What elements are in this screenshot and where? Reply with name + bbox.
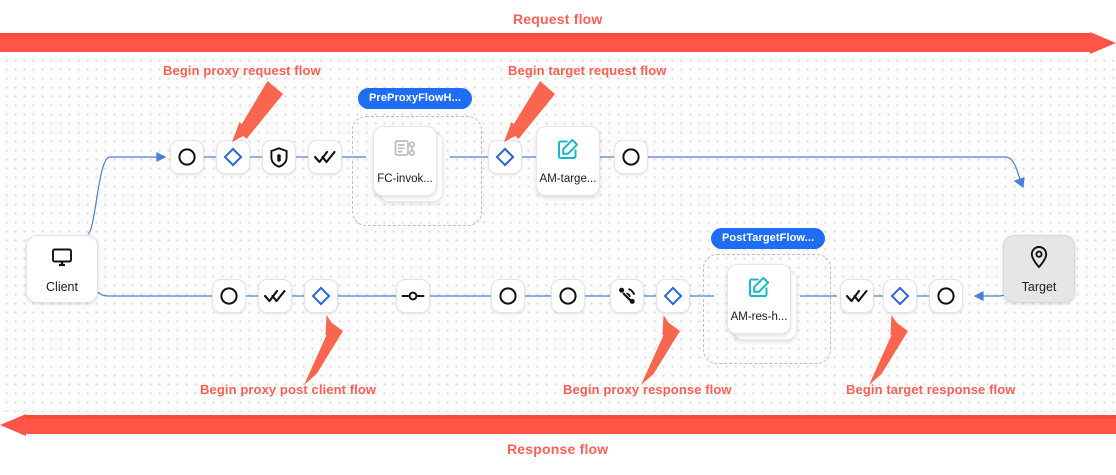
- location-pin-icon: [1028, 245, 1050, 274]
- annotation-arrows: [232, 81, 908, 385]
- node-res-mid-b[interactable]: [551, 279, 585, 313]
- annotation-begin-target-request-flow: Begin target request flow: [508, 63, 667, 78]
- node-req-end[interactable]: [614, 140, 648, 174]
- double-check-icon: [314, 149, 336, 165]
- policy-card-am-target-label: AM-targe...: [539, 173, 597, 185]
- node-res-mid-a[interactable]: [491, 279, 525, 313]
- node-res-trace[interactable]: [610, 279, 644, 313]
- circle-icon: [936, 286, 956, 306]
- node-res-target-checks[interactable]: [840, 279, 874, 313]
- response-flow-arrow-icon: [0, 414, 1116, 436]
- node-res-postclient-flow[interactable]: [304, 279, 338, 313]
- node-res-hook[interactable]: [396, 279, 430, 313]
- node-res-client-end[interactable]: [212, 279, 246, 313]
- policy-card-am-res-hook-label: AM-res-h...: [730, 311, 788, 323]
- node-res-proxy-flow[interactable]: [656, 279, 690, 313]
- request-flow-label: Request flow: [513, 11, 603, 27]
- double-check-icon: [264, 288, 286, 304]
- node-req-start[interactable]: [170, 140, 204, 174]
- response-flow-label: Response flow: [507, 441, 609, 457]
- diagram-canvas[interactable]: Client Target: [0, 54, 1116, 412]
- flow-group-posttargetflow[interactable]: [703, 254, 831, 364]
- blue-diamond-icon: [663, 286, 683, 306]
- annotation-begin-target-response-flow: Begin target response flow: [846, 382, 1016, 397]
- blue-diamond-icon: [223, 147, 243, 167]
- node-req-checks[interactable]: [308, 140, 342, 174]
- blue-diamond-icon: [495, 147, 515, 167]
- script-flow-icon: [393, 137, 417, 166]
- flow-group-preproxyflowhook[interactable]: [352, 116, 482, 226]
- monitor-icon: [50, 245, 74, 274]
- blue-diamond-icon: [890, 286, 910, 306]
- circle-icon: [621, 147, 641, 167]
- request-flow-arrow-icon: [0, 32, 1116, 54]
- policy-card-am-target[interactable]: AM-targe...: [536, 126, 600, 196]
- annotation-begin-proxy-request-flow: Begin proxy request flow: [163, 63, 321, 78]
- double-check-icon: [846, 288, 868, 304]
- annotation-begin-proxy-post-client-flow: Begin proxy post client flow: [200, 382, 377, 397]
- node-req-security[interactable]: [262, 140, 296, 174]
- circle-icon: [558, 286, 578, 306]
- shield-lock-icon: [269, 146, 289, 168]
- node-res-target-flow[interactable]: [883, 279, 917, 313]
- endpoint-target-label: Target: [1021, 279, 1057, 294]
- policy-card-fc-invoke-label: FC-invok...: [377, 173, 433, 185]
- circle-icon: [177, 147, 197, 167]
- response-flow-banner: [0, 414, 1116, 436]
- blue-diamond-icon: [311, 286, 331, 306]
- policy-card-fc-invoke[interactable]: FC-invok...: [373, 126, 437, 196]
- flow-badge-posttargetflow[interactable]: PostTargetFlow...: [711, 228, 826, 249]
- flow-badge-preproxyflowhook[interactable]: PreProxyFlowH...: [358, 88, 473, 109]
- endpoint-client[interactable]: Client: [26, 235, 98, 303]
- circle-icon: [219, 286, 239, 306]
- request-flow-banner: [0, 32, 1116, 54]
- edit-square-icon: [747, 275, 771, 304]
- circle-icon: [498, 286, 518, 306]
- node-res-target-start[interactable]: [929, 279, 963, 313]
- trace-signal-icon: [616, 285, 638, 307]
- endpoint-client-label: Client: [46, 279, 78, 294]
- endpoint-target[interactable]: Target: [1003, 235, 1075, 303]
- node-req-target-flow[interactable]: [488, 140, 522, 174]
- annotation-begin-proxy-response-flow: Begin proxy response flow: [563, 382, 732, 397]
- node-res-checks[interactable]: [258, 279, 292, 313]
- node-link-icon: [401, 289, 425, 303]
- edit-square-icon: [556, 137, 580, 166]
- policy-card-am-res-hook[interactable]: AM-res-h...: [727, 264, 791, 334]
